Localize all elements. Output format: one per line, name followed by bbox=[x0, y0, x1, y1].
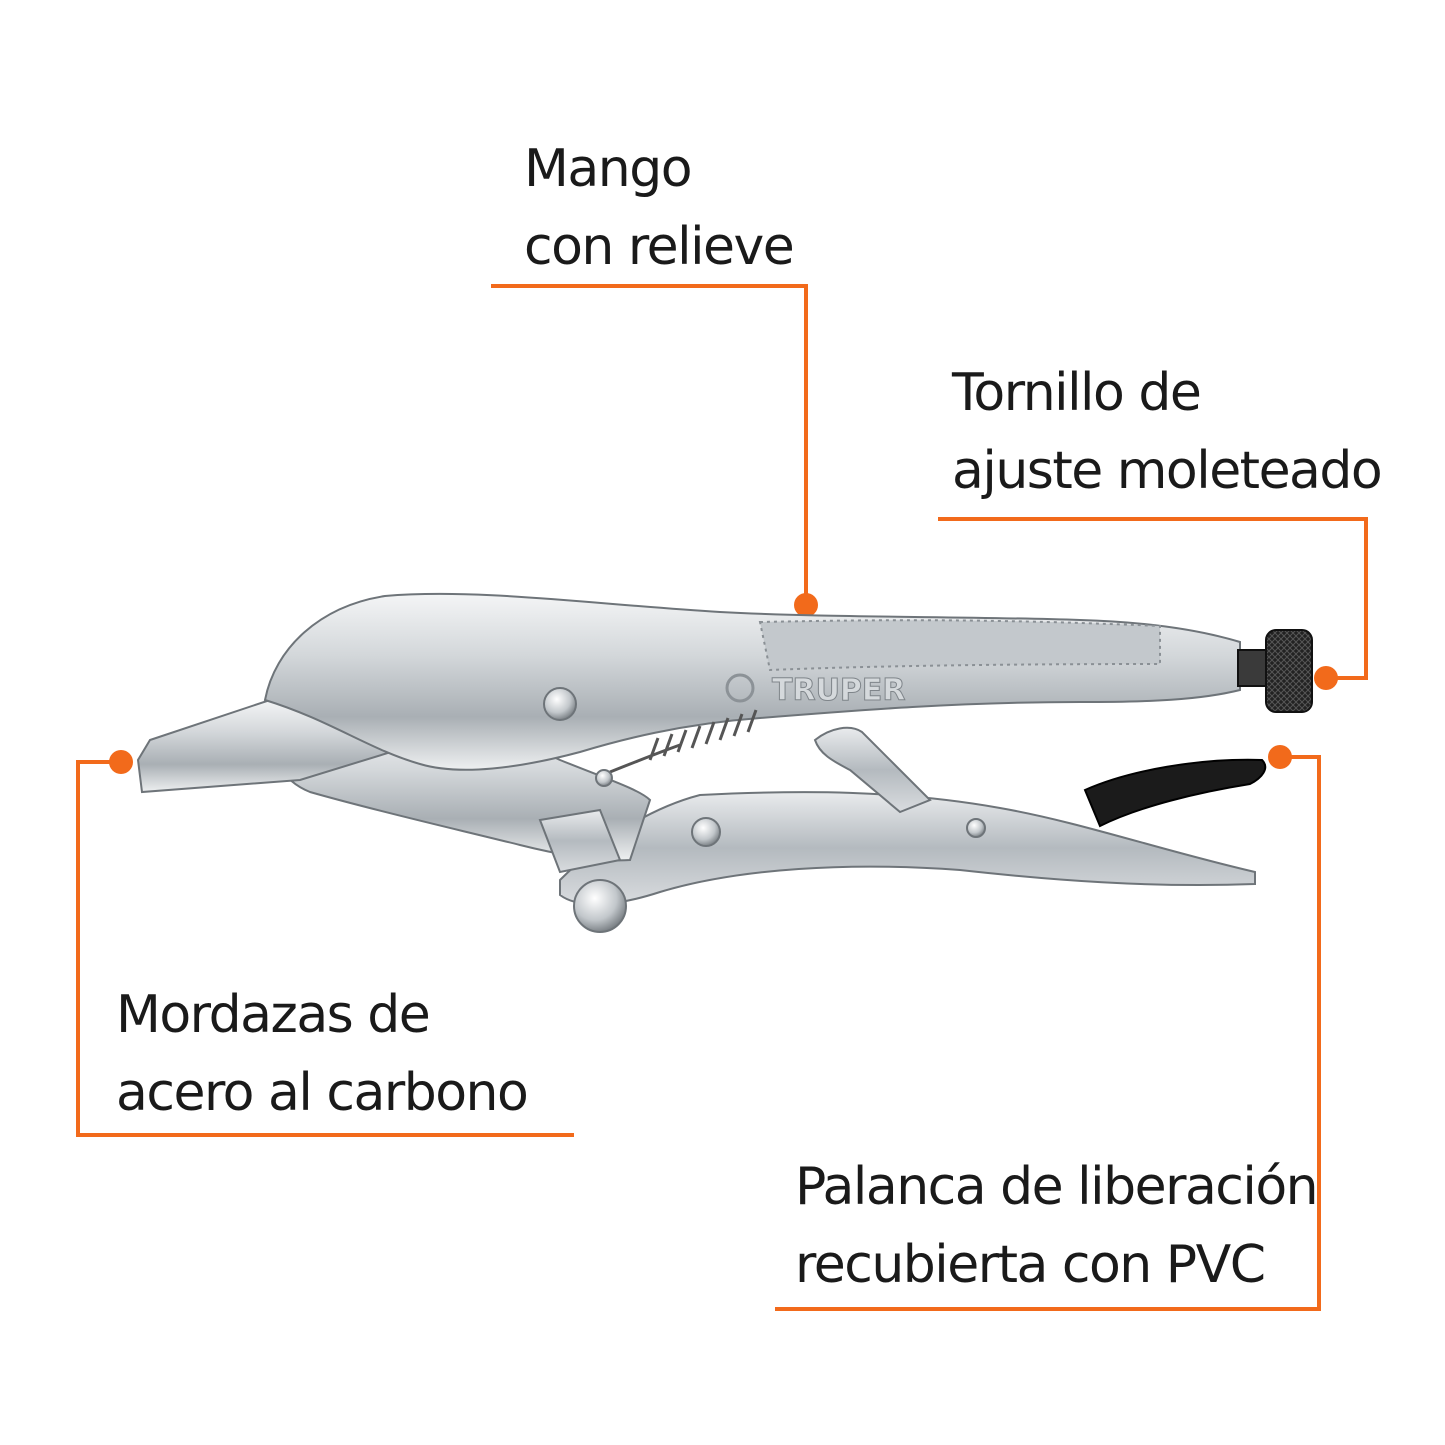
link-plate bbox=[538, 808, 622, 874]
callout-lines bbox=[76, 284, 1368, 1311]
callout-tornillo-line2: ajuste moleteado bbox=[952, 441, 1383, 501]
adjustment-screw-thread bbox=[1237, 649, 1269, 687]
callout-tornillo-line1: Tornillo de bbox=[952, 363, 1202, 423]
mango-dot bbox=[794, 593, 818, 617]
release-lever bbox=[813, 726, 932, 814]
callout-palanca: Palanca de liberación recubierta con PVC bbox=[795, 1148, 1319, 1304]
tornillo-dot bbox=[1314, 666, 1338, 690]
callout-mordazas-line2: acero al carbono bbox=[116, 1063, 529, 1123]
palanca-leader-line bbox=[775, 755, 1321, 1311]
rivet-jaw bbox=[543, 687, 577, 721]
adjustment-knob bbox=[1265, 629, 1313, 713]
callout-mordazas-line1: Mordazas de bbox=[116, 985, 431, 1045]
callout-mordazas: Mordazas de acero al carbono bbox=[116, 976, 529, 1132]
mordazas-dot bbox=[109, 750, 133, 774]
mango-leader-line bbox=[491, 284, 808, 605]
svg-text:TRUPER: TRUPER bbox=[772, 673, 906, 708]
locking-pliers: TRUPER bbox=[136, 592, 1313, 933]
tornillo-leader-line bbox=[938, 517, 1368, 680]
rivet-lower bbox=[573, 879, 627, 933]
callout-mango-line2: con relieve bbox=[524, 217, 795, 277]
callout-mango-line1: Mango bbox=[524, 139, 693, 199]
brand-logo: TRUPER bbox=[725, 673, 906, 709]
callout-dots bbox=[109, 593, 1338, 774]
spring bbox=[609, 709, 758, 774]
callout-palanca-line1: Palanca de liberación bbox=[795, 1157, 1319, 1217]
rivet-handle bbox=[966, 818, 986, 838]
mordazas-leader-line bbox=[76, 760, 574, 1137]
callout-palanca-line2: recubierta con PVC bbox=[795, 1235, 1266, 1295]
release-lever-grip bbox=[1083, 758, 1267, 828]
grip-texture bbox=[758, 619, 1161, 672]
lower-handle bbox=[559, 791, 1256, 906]
palanca-dot bbox=[1268, 745, 1292, 769]
rivet-link bbox=[691, 817, 721, 847]
callout-tornillo: Tornillo de ajuste moleteado bbox=[952, 354, 1383, 510]
rivet-spring bbox=[595, 769, 613, 787]
callout-mango: Mango con relieve bbox=[524, 130, 795, 286]
